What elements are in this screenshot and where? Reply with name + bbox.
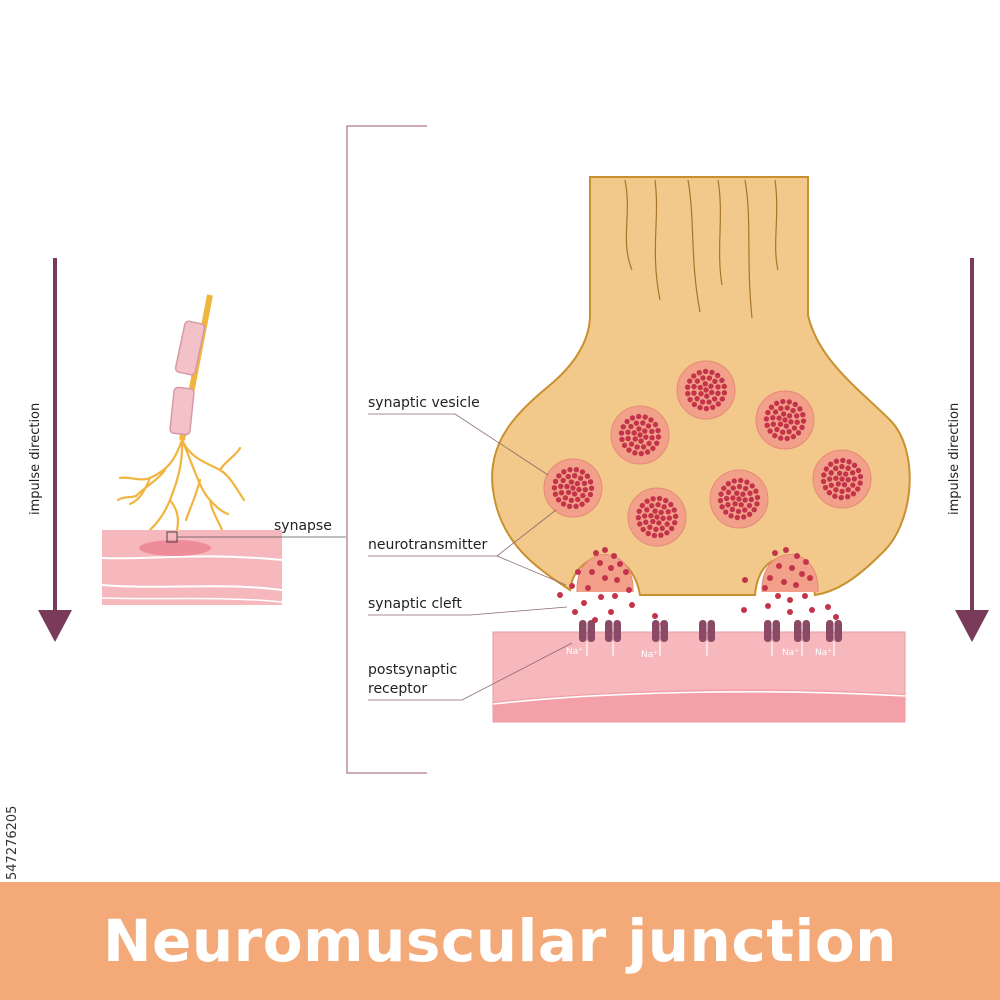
axon-terminal-fibers [624, 179, 779, 319]
vesicle [543, 458, 603, 518]
postsynaptic-receptors [579, 620, 842, 656]
synaptic-vesicles [543, 360, 872, 547]
synapse-label: synapse [274, 518, 332, 534]
sodium-label-3: Na⁺ [782, 648, 799, 658]
page-title: Neuromuscular junction [103, 907, 897, 975]
synaptic-vesicle-label: synaptic vesicle [368, 395, 480, 411]
postsynaptic-receptor-label-line1: postsynaptic [368, 662, 457, 678]
receptor-channel [826, 620, 842, 656]
sodium-label-4: Na⁺ [815, 648, 832, 658]
impulse-arrow-right [955, 258, 989, 642]
neurotransmitter-label: neurotransmitter [368, 537, 487, 553]
vesicle [610, 405, 670, 465]
impulse-arrow-left [38, 258, 72, 642]
sodium-label-1: Na⁺ [566, 647, 583, 657]
sodium-label-2: Na⁺ [641, 650, 658, 660]
vesicle [676, 360, 736, 420]
impulse-direction-left-label: impulse direction [28, 403, 43, 515]
neuron-overview [101, 294, 283, 605]
receptor-channel [764, 620, 780, 656]
receptor-channel [794, 620, 810, 656]
impulse-direction-right-label: impulse direction [947, 403, 962, 515]
receptor-channel [579, 620, 595, 656]
zoom-bracket [346, 125, 427, 774]
vesicle [812, 449, 872, 509]
vesicle [709, 469, 769, 529]
receptor-channel [605, 620, 621, 656]
postsynaptic-receptor-label-line2: receptor [368, 681, 427, 697]
vesicle [627, 487, 687, 547]
receptor-channel [699, 620, 715, 656]
neurotransmitter-particles [557, 547, 839, 627]
receptor-channel [652, 620, 668, 656]
synaptic-cleft-label: synaptic cleft [368, 596, 462, 612]
vesicle [755, 390, 815, 450]
title-bar: Neuromuscular junction [0, 882, 1000, 1000]
muscle-fiber [492, 631, 906, 723]
stock-id-watermark: 547276205 [5, 805, 20, 880]
